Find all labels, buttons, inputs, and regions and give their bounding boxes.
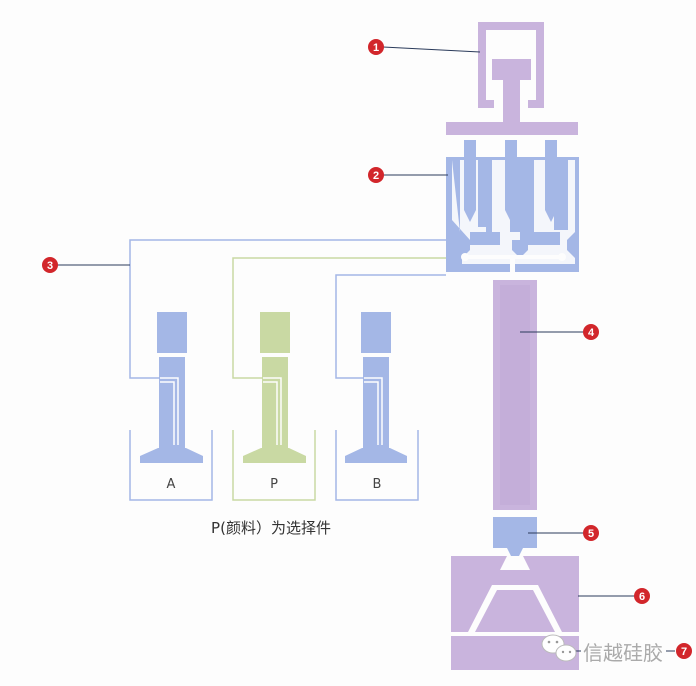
callout-leaders <box>57 46 675 652</box>
tank-label-b: B <box>373 477 382 492</box>
caption: P(颜料）为选择件 <box>211 519 331 537</box>
badge-5: 5 <box>583 525 599 541</box>
svg-text:4: 4 <box>588 327 595 339</box>
svg-text:3: 3 <box>47 260 53 272</box>
component-5-nozzle <box>493 517 537 556</box>
badge-7: 7 <box>676 643 692 659</box>
svg-text:1: 1 <box>373 42 379 54</box>
watermark-text: 信越硅胶 <box>583 641 663 665</box>
svg-text:5: 5 <box>588 528 594 540</box>
wechat-icon <box>541 634 577 662</box>
svg-text:6: 6 <box>639 591 645 603</box>
badge-6: 6 <box>634 588 650 604</box>
badge-1: 1 <box>368 39 384 55</box>
svg-text:7: 7 <box>681 646 687 658</box>
badge-4: 4 <box>583 324 599 340</box>
tank-p: P <box>232 312 316 501</box>
barrel-inner <box>500 285 530 505</box>
tank-label-a: A <box>167 477 176 492</box>
badge-2: 2 <box>368 167 384 183</box>
svg-text:2: 2 <box>373 170 379 182</box>
tank-b: B <box>335 312 419 501</box>
tank-a: A <box>129 312 213 501</box>
component-2-mixing-block <box>446 140 579 272</box>
badge-3: 3 <box>42 257 58 273</box>
callout-badges: 1 2 3 4 5 6 7 <box>42 39 692 659</box>
component-1-metering-unit <box>446 22 578 135</box>
tank-label-p: P <box>270 477 278 492</box>
